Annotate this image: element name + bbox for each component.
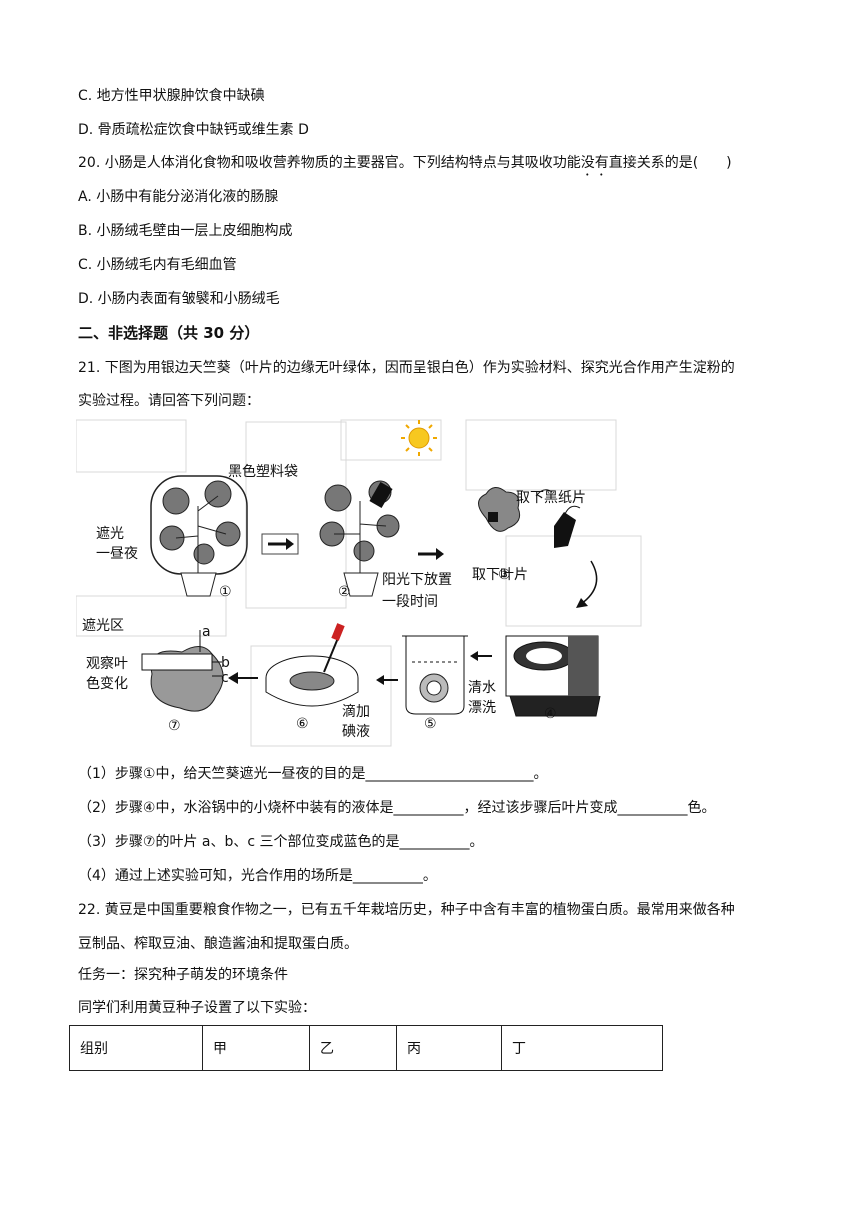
q21-part-3: （3）步骤⑦的叶片 a、b、c 三个部位变成蓝色的是__________。 [78,834,484,850]
q20-stem-part2: 直接关系的是( ) [608,155,732,171]
label-a: a [202,624,211,640]
q20-option-b: B. 小肠绒毛壁由一层上皮细胞构成 [78,223,293,239]
arrow-curve-top [535,489,553,497]
q21-stem-line2: 实验过程。请回答下列问题： [78,393,260,409]
q21-part-1: （1）步骤①中，给天竺葵遮光一昼夜的目的是___________________… [78,766,548,782]
table-row: 组别 甲 乙 丙 丁 [69,1025,663,1071]
arrow-3-4-head [576,598,588,608]
experiment-figure: 黑色塑料袋 遮光 一昼夜 阳光下放置 一段时间 取下黑纸片 取下叶片 遮光区 观… [76,419,642,747]
step-number-1: ① [219,584,232,600]
q21-part-4: （4）通过上述实验可知，光合作用的场所是__________。 [78,868,437,884]
q20-option-d: D. 小肠内表面有皱襞和小肠绒毛 [78,291,280,307]
step7-leaf [141,630,224,712]
q21-part-2: （2）步骤④中，水浴锅中的小烧杯中装有的液体是__________，经过该步骤后… [78,800,716,816]
q20-stem-part1: 20. 小肠是人体消化食物和吸收营养物质的主要器官。下列结构特点与其吸收功能 [78,155,581,171]
label-drip-2: 碘液 [342,724,370,740]
q22-intro: 同学们利用黄豆种子设置了以下实验： [78,1000,316,1016]
q20-stem: 20. 小肠是人体消化食物和吸收营养物质的主要器官。下列结构特点与其吸收功能没有… [78,153,732,179]
step-number-7: ⑦ [168,718,181,734]
step-number-2: ② [338,584,351,600]
q22-stem-line1: 22. 黄豆是中国重要粮食作物之一，已有五千年栽培历史，种子中含有丰富的植物蛋白… [78,902,735,918]
table-cell-bing: 丙 [396,1025,502,1071]
label-shade-1: 遮光 [96,526,124,542]
label-drip-1: 滴加 [342,703,370,720]
step6-petri-dish [265,655,359,707]
step-number-3: ③ [498,567,511,583]
step1-plant-in-bag [150,475,248,597]
table-cell-ding: 丁 [501,1025,663,1071]
sun-icon [401,420,437,456]
label-rinse-2: 漂洗 [468,700,496,716]
step3-leaf [478,487,521,532]
q20-option-c: C. 小肠绒毛内有毛细血管 [78,257,237,273]
q20-stem-emphasis: 没有 [580,155,609,171]
label-observe-1: 观察叶 [86,655,128,672]
step-number-4: ④ [544,706,557,722]
table-cell-jia: 甲 [202,1025,310,1071]
label-rinse-1: 清水 [468,680,496,696]
q19-option-d: D. 骨质疏松症饮食中缺钙或维生素 D [78,122,309,138]
label-b: b [221,655,230,671]
arrow-6-7 [228,672,258,684]
hand-icon [554,505,581,548]
step4-water-bath [505,635,601,717]
label-remove-paper: 取下黑纸片 [516,490,586,506]
arrow-2-3 [418,548,444,560]
table-cell-yi: 乙 [309,1025,397,1071]
section-heading: 二、非选择题（共 30 分） [78,324,260,342]
q19-option-c: C. 地方性甲状腺肿饮食中缺碘 [78,88,265,104]
label-shade-2: 一昼夜 [96,546,138,562]
arrow-5-6 [376,675,398,685]
step-number-6: ⑥ [296,716,309,732]
dropper-icon [323,623,345,673]
label-shaded-area: 遮光区 [82,618,124,634]
step-number-5: ⑤ [424,716,437,732]
arrow-4-5 [470,651,492,661]
background-frames [76,419,642,747]
experiment-table: 组别 甲 乙 丙 丁 [69,1025,663,1071]
q20-option-a: A. 小肠中有能分泌消化液的肠腺 [78,189,279,205]
label-black-bag: 黑色塑料袋 [228,463,298,480]
label-sun-1: 阳光下放置 [382,572,452,588]
q22-task1: 任务一：探究种子萌发的环境条件 [78,967,288,983]
step5-beaker [402,635,468,715]
step2-plant [319,480,400,597]
arrow-1-2 [261,533,299,555]
table-cell-group: 组别 [69,1025,203,1071]
arrow-3-4 [580,560,598,605]
label-c: c [221,670,229,686]
label-observe-2: 色变化 [86,675,128,692]
label-remove-leaf: 取下叶片 [472,567,528,583]
q22-stem-line2: 豆制品、榨取豆油、酿造酱油和提取蛋白质。 [78,936,358,952]
label-sun-2: 一段时间 [382,594,438,610]
q21-stem-line1: 21. 下图为用银边天竺葵（叶片的边缘无叶绿体，因而呈银白色）作为实验材料、探究… [78,360,735,376]
